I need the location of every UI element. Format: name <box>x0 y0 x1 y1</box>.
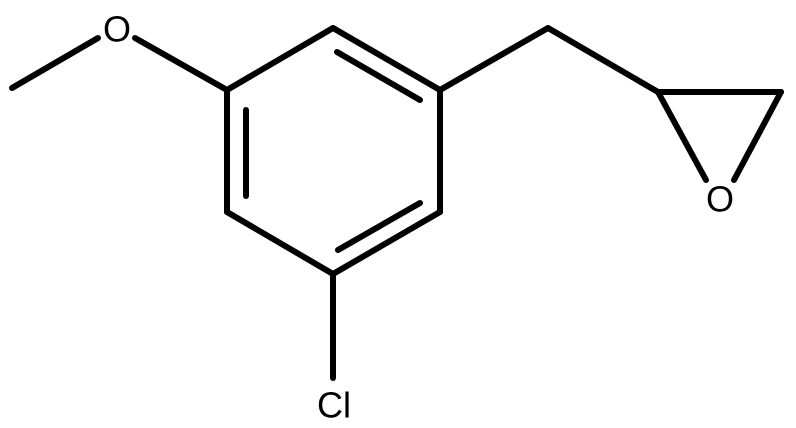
ring-bond-2 <box>330 25 443 93</box>
bond-ch2-epoxide <box>545 25 661 95</box>
bonds <box>9 25 784 381</box>
epoxide-bond-c2-o <box>731 89 784 183</box>
ring-double-bond-bottom <box>335 200 423 253</box>
atom-labels: O Cl O <box>103 9 734 426</box>
bond-methyl-o <box>9 35 101 91</box>
atom-methoxy-oxygen: O <box>103 9 131 50</box>
bond-o-ring <box>132 35 230 93</box>
atom-epoxide-oxygen: O <box>706 179 734 220</box>
ring-double-bond-top <box>334 49 423 103</box>
ring-bond-5 <box>224 209 336 277</box>
ring-bond-1 <box>224 25 336 93</box>
bond-ring-ch2 <box>437 25 551 93</box>
atom-chlorine: Cl <box>317 385 351 426</box>
epoxide-bond-c1-o <box>655 89 709 183</box>
ring-bond-4 <box>330 209 443 277</box>
